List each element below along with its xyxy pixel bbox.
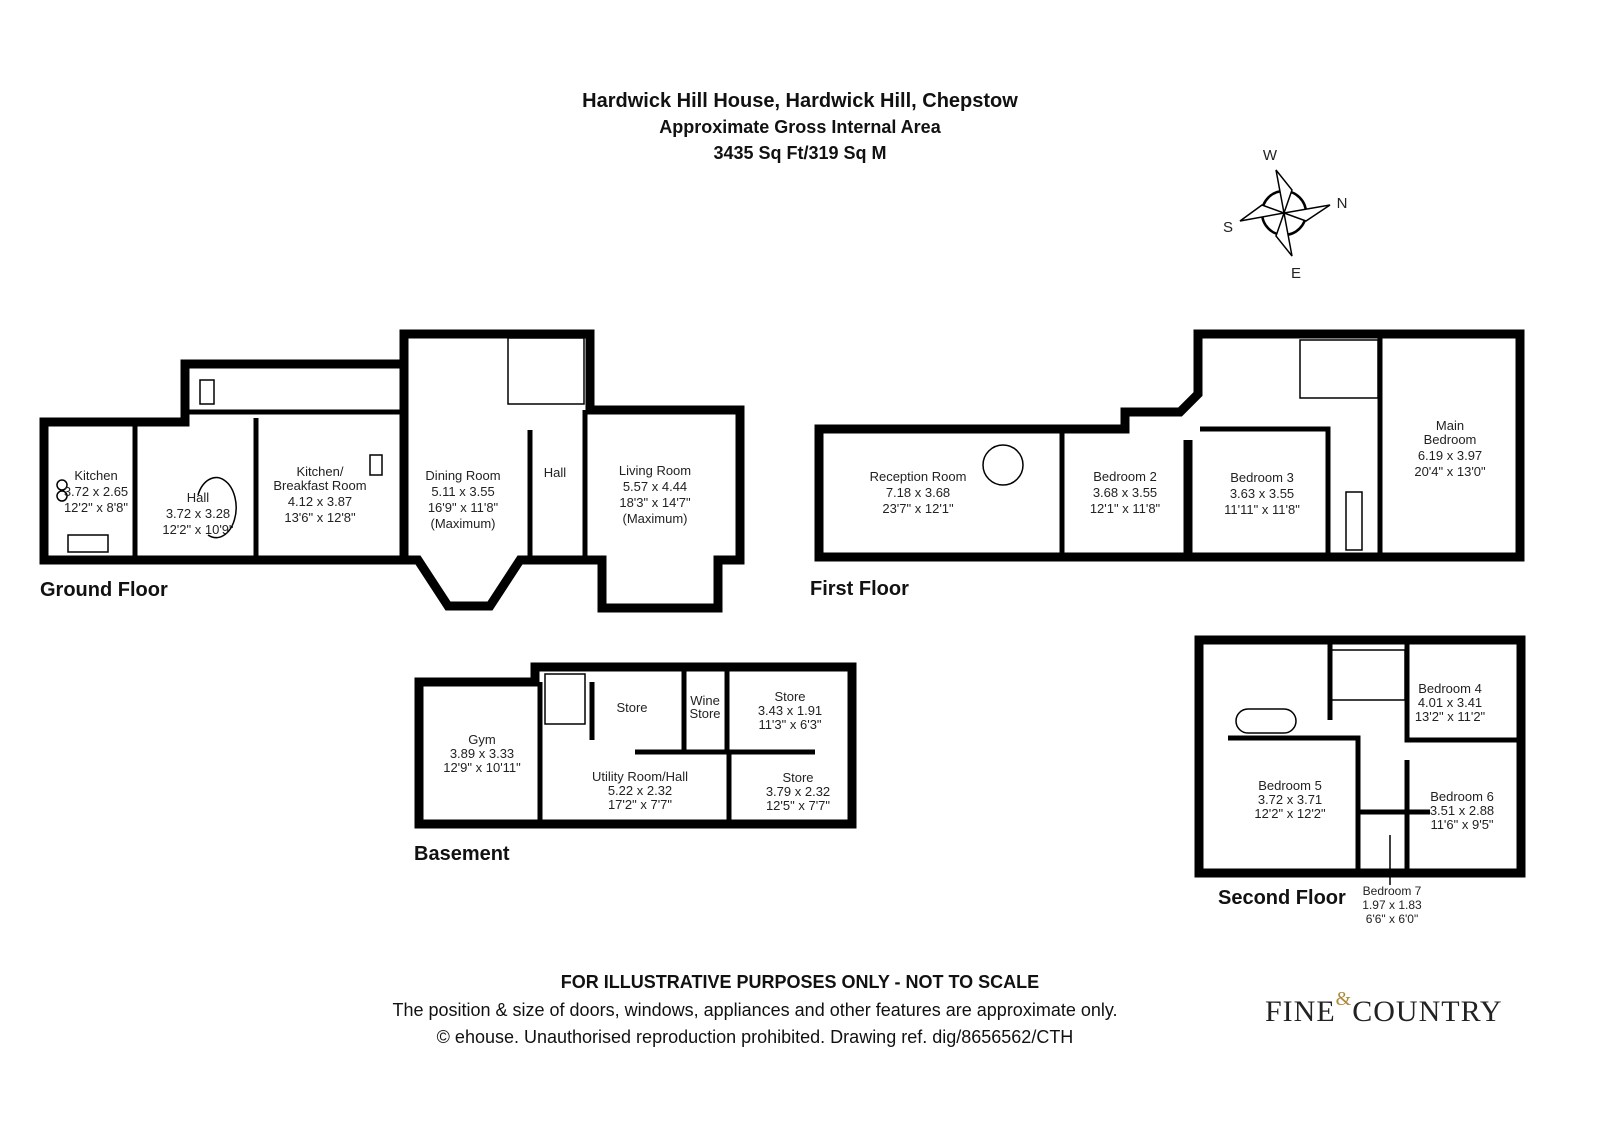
svg-text:4.01 x 3.41: 4.01 x 3.41: [1418, 695, 1482, 710]
svg-text:Store: Store: [689, 706, 720, 721]
svg-text:N: N: [1337, 195, 1348, 212]
svg-text:12'2" x 12'2": 12'2" x 12'2": [1254, 806, 1326, 821]
svg-text:(Maximum): (Maximum): [431, 516, 496, 531]
room-bedroom-5: Bedroom 5 3.72 x 3.71 12'2" x 12'2": [1254, 778, 1326, 821]
room-bedroom-4: Bedroom 4 4.01 x 3.41 13'2" x 11'2": [1415, 681, 1486, 724]
svg-text:W: W: [1263, 147, 1278, 164]
room-hall-2: Hall: [544, 465, 567, 480]
first-floor-plan: First Floor Reception Room 7.18 x 3.68 2…: [810, 329, 1525, 600]
second-floor-plan: Second Floor Bedroom 4 4.01 x 3.41 13'2"…: [1194, 635, 1526, 926]
footer-note: The position & size of doors, windows, a…: [392, 1000, 1118, 1020]
svg-text:12'2" x 8'8": 12'2" x 8'8": [64, 500, 128, 515]
first-floor-label: First Floor: [810, 578, 909, 600]
svg-text:Hall: Hall: [187, 490, 210, 505]
area-value: 3435 Sq Ft/319 Sq M: [713, 143, 887, 163]
room-main-bedroom: Main Bedroom 6.19 x 3.97 20'4" x 13'0": [1414, 418, 1486, 479]
room-bedroom-7: Bedroom 7 1.97 x 1.83 6'6" x 6'0": [1362, 884, 1422, 926]
copyright: © ehouse. Unauthorised reproduction proh…: [436, 1027, 1074, 1047]
room-living: Living Room 5.57 x 4.44 18'3" x 14'7" (M…: [619, 463, 691, 526]
basement-label: Basement: [414, 843, 510, 865]
svg-text:Store: Store: [782, 770, 813, 785]
svg-text:4.12 x 3.87: 4.12 x 3.87: [288, 494, 352, 509]
svg-text:Wine: Wine: [690, 693, 720, 708]
svg-text:3.51 x 2.88: 3.51 x 2.88: [1430, 803, 1494, 818]
svg-text:23'7" x 12'1": 23'7" x 12'1": [882, 501, 954, 516]
svg-text:Bedroom: Bedroom: [1424, 432, 1477, 447]
svg-text:Living Room: Living Room: [619, 463, 691, 478]
svg-text:Breakfast Room: Breakfast Room: [273, 478, 366, 493]
svg-text:12'2" x 10'9": 12'2" x 10'9": [162, 522, 234, 537]
svg-text:3.72 x 3.28: 3.72 x 3.28: [166, 506, 230, 521]
disclaimer: FOR ILLUSTRATIVE PURPOSES ONLY - NOT TO …: [560, 972, 1040, 992]
svg-text:Reception Room: Reception Room: [870, 469, 967, 484]
room-wine-store: Wine Store: [689, 693, 720, 721]
svg-text:6.19 x 3.97: 6.19 x 3.97: [1418, 448, 1482, 463]
svg-text:5.22 x 2.32: 5.22 x 2.32: [608, 783, 672, 798]
svg-text:3.79 x 2.32: 3.79 x 2.32: [766, 784, 830, 799]
property-title: Hardwick Hill House, Hardwick Hill, Chep…: [582, 90, 1018, 112]
svg-text:11'3" x 6'3": 11'3" x 6'3": [758, 717, 821, 732]
svg-text:3.72 x 2.65: 3.72 x 2.65: [64, 484, 128, 499]
svg-text:Utility Room/Hall: Utility Room/Hall: [592, 769, 688, 784]
svg-text:Dining Room: Dining Room: [425, 468, 500, 483]
room-dining: Dining Room 5.11 x 3.55 16'9" x 11'8" (M…: [425, 468, 500, 531]
svg-text:17'2" x 7'7": 17'2" x 7'7": [608, 797, 672, 812]
svg-text:3.43 x 1.91: 3.43 x 1.91: [758, 703, 822, 718]
room-gym: Gym 3.89 x 3.33 12'9" x 10'11": [443, 732, 521, 775]
svg-text:Main: Main: [1436, 418, 1464, 433]
ground-floor-plan: Ground Floor Kitchen 3.72 x 2.65 12'2" x…: [39, 329, 745, 613]
room-hall: Hall 3.72 x 3.28 12'2" x 10'9": [162, 490, 234, 537]
room-store: Store: [616, 700, 647, 715]
svg-text:11'6" x 9'5": 11'6" x 9'5": [1430, 817, 1493, 832]
basement-plan: Basement Gym 3.89 x 3.33 12'9" x 10'11" …: [414, 662, 857, 865]
svg-text:E: E: [1291, 265, 1301, 282]
svg-text:1.97 x 1.83: 1.97 x 1.83: [1362, 898, 1422, 912]
svg-text:3.68 x 3.55: 3.68 x 3.55: [1093, 485, 1157, 500]
svg-text:18'3" x 14'7": 18'3" x 14'7": [619, 495, 691, 510]
svg-text:Bedroom 2: Bedroom 2: [1093, 469, 1157, 484]
svg-text:Bedroom 3: Bedroom 3: [1230, 470, 1294, 485]
ground-floor-label: Ground Floor: [40, 579, 168, 601]
svg-text:Store: Store: [774, 689, 805, 704]
room-store-3: Store 3.79 x 2.32 12'5" x 7'7": [766, 770, 831, 813]
svg-text:Bedroom 5: Bedroom 5: [1258, 778, 1322, 793]
room-kitchen: Kitchen 3.72 x 2.65 12'2" x 8'8": [64, 468, 129, 515]
svg-text:5.57 x 4.44: 5.57 x 4.44: [623, 479, 687, 494]
room-bedroom-6: Bedroom 6 3.51 x 2.88 11'6" x 9'5": [1430, 789, 1494, 832]
svg-text:3.72 x 3.71: 3.72 x 3.71: [1258, 792, 1322, 807]
svg-text:12'1" x 11'8": 12'1" x 11'8": [1090, 501, 1161, 516]
svg-text:20'4" x 13'0": 20'4" x 13'0": [1414, 464, 1486, 479]
svg-text:11'11" x 11'8": 11'11" x 11'8": [1224, 502, 1300, 517]
svg-text:3.63 x 3.55: 3.63 x 3.55: [1230, 486, 1294, 501]
room-bedroom-2: Bedroom 2 3.68 x 3.55 12'1" x 11'8": [1090, 469, 1161, 516]
room-store-2: Store 3.43 x 1.91 11'3" x 6'3": [758, 689, 822, 732]
second-floor-label: Second Floor: [1218, 887, 1346, 909]
svg-text:6'6" x 6'0": 6'6" x 6'0": [1366, 912, 1418, 926]
svg-text:13'2" x 11'2": 13'2" x 11'2": [1415, 709, 1486, 724]
svg-text:3.89 x 3.33: 3.89 x 3.33: [450, 746, 514, 761]
room-bedroom-3: Bedroom 3 3.63 x 3.55 11'11" x 11'8": [1224, 470, 1300, 517]
svg-text:7.18 x 3.68: 7.18 x 3.68: [886, 485, 950, 500]
svg-text:(Maximum): (Maximum): [623, 511, 688, 526]
svg-text:Kitchen/: Kitchen/: [297, 464, 344, 479]
svg-text:5.11 x 3.55: 5.11 x 3.55: [431, 484, 494, 499]
svg-text:Gym: Gym: [468, 732, 495, 747]
fine-country-logo: FINE&COUNTRY: [1265, 988, 1503, 1028]
svg-text:12'5" x 7'7": 12'5" x 7'7": [766, 798, 830, 813]
svg-text:Bedroom 4: Bedroom 4: [1418, 681, 1482, 696]
room-utility: Utility Room/Hall 5.22 x 2.32 17'2" x 7'…: [592, 769, 688, 812]
svg-text:13'6" x 12'8": 13'6" x 12'8": [284, 510, 356, 525]
room-kitchen-breakfast: Kitchen/ Breakfast Room 4.12 x 3.87 13'6…: [273, 464, 366, 525]
svg-text:Kitchen: Kitchen: [74, 468, 117, 483]
svg-text:Bedroom 7: Bedroom 7: [1363, 884, 1422, 898]
room-reception: Reception Room 7.18 x 3.68 23'7" x 12'1": [870, 469, 967, 516]
area-caption: Approximate Gross Internal Area: [659, 117, 941, 137]
svg-text:16'9" x 11'8": 16'9" x 11'8": [428, 500, 499, 515]
svg-text:Bedroom 6: Bedroom 6: [1430, 789, 1494, 804]
compass-icon: W N S E: [1223, 147, 1347, 282]
svg-text:S: S: [1223, 219, 1233, 236]
svg-text:12'9" x 10'11": 12'9" x 10'11": [443, 760, 521, 775]
